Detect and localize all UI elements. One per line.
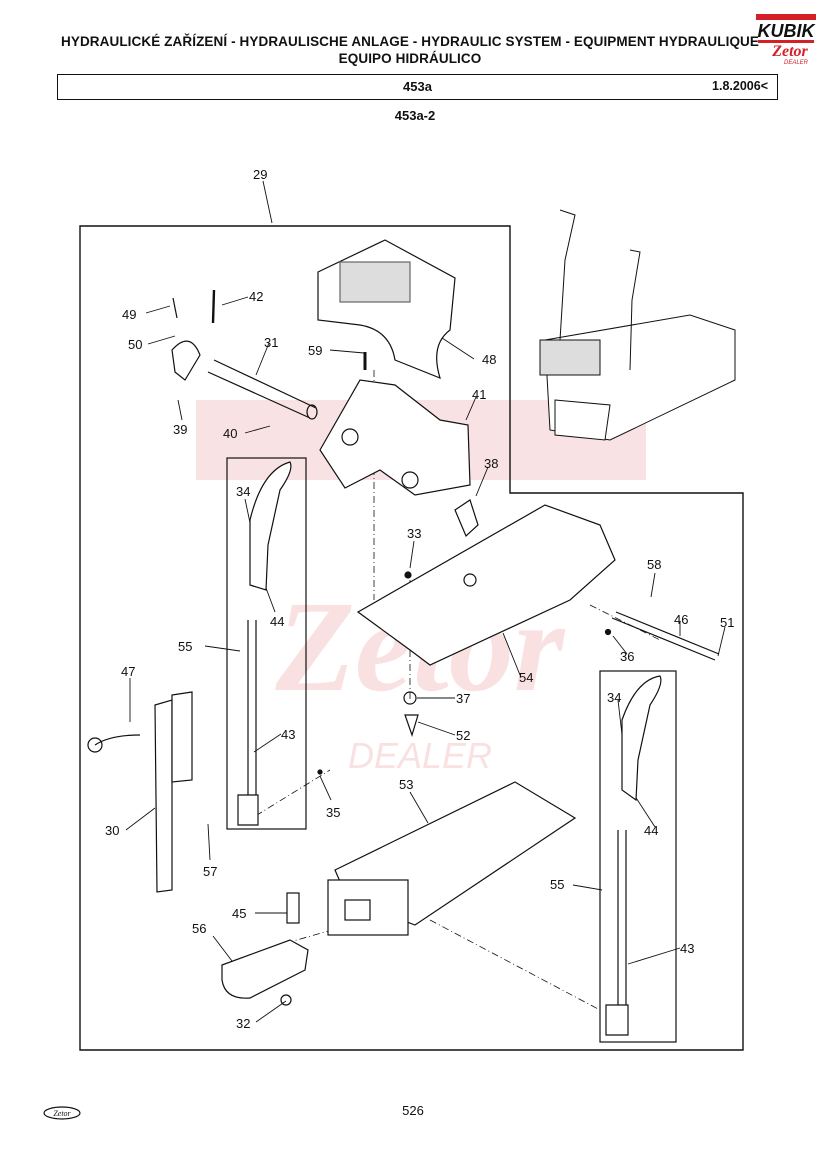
sub-group-code: 453a-2	[394, 108, 436, 123]
revision-date: 1.8.2006<	[712, 79, 768, 93]
part-number: 41	[472, 387, 486, 402]
part-number: 42	[249, 289, 263, 304]
pin-46	[611, 611, 720, 661]
part-number: 46	[674, 612, 688, 627]
part-number: 53	[399, 777, 413, 792]
part-number: 54	[519, 670, 533, 685]
part-number: 34	[236, 484, 250, 499]
zetor-logo-icon: Zetor	[43, 1106, 81, 1120]
kubik-zetor-dealer-logo: KUBIK Zetor DEALER	[756, 14, 816, 66]
part-labels: 29 49 42 50 31 59 48 41 39 40 38 34 33 4…	[105, 167, 734, 1031]
part-number: 48	[482, 352, 496, 367]
part-number: 47	[121, 664, 135, 679]
plate-54	[356, 504, 616, 666]
part-number: 55	[178, 639, 192, 654]
part-number: 43	[680, 941, 694, 956]
lifting-rod-frame-right	[599, 670, 677, 1043]
zetor-footer-mark: Zetor	[43, 1106, 81, 1125]
link-38	[454, 499, 479, 538]
part-number: 38	[484, 456, 498, 471]
part-number: 43	[281, 727, 295, 742]
part-number: 34	[607, 690, 621, 705]
lifting-rod-frame-left	[226, 457, 307, 830]
part-number: 58	[647, 557, 661, 572]
svg-text:DEALER: DEALER	[348, 735, 492, 776]
shaft-31	[207, 359, 317, 419]
part-number: 30	[105, 823, 119, 838]
lever-39	[171, 340, 201, 381]
part-number: 45	[232, 906, 246, 921]
part-number: 40	[223, 426, 237, 441]
part-number: 51	[720, 615, 734, 630]
part-number: 35	[326, 805, 340, 820]
part-number: 31	[264, 335, 278, 350]
parts-line-art	[87, 209, 736, 1036]
pin-47	[94, 734, 141, 746]
svg-text:DEALER: DEALER	[784, 60, 809, 66]
part-number: 36	[620, 649, 634, 664]
part-number: 29	[253, 167, 267, 182]
arm-44-left	[249, 461, 292, 591]
assembly-frame	[79, 225, 744, 1051]
part-number: 52	[456, 728, 470, 743]
bracket-41	[319, 379, 471, 496]
cover-48	[317, 239, 456, 380]
svg-text:Zetor: Zetor	[53, 1109, 71, 1118]
part-number: 56	[192, 921, 206, 936]
pin-45	[286, 892, 300, 924]
part-number: 50	[128, 337, 142, 352]
hook-56	[221, 939, 309, 999]
part-number: 57	[203, 864, 217, 879]
part-number: 44	[270, 614, 284, 629]
part-number: 33	[407, 526, 421, 541]
title-line-1: HYDRAULICKÉ ZAŘÍZENÍ - HYDRAULISCHE ANLA…	[60, 34, 759, 49]
part-number: 44	[644, 823, 658, 838]
leader-lines	[125, 180, 726, 1023]
assembled-view	[539, 209, 736, 441]
title-line-2: EQUIPO HIDRÁULICO	[338, 51, 482, 66]
rod-43-left	[247, 620, 257, 800]
part-number: 55	[550, 877, 564, 892]
page-title: HYDRAULICKÉ ZAŘÍZENÍ - HYDRAULISCHE ANLA…	[40, 33, 780, 67]
part-number: 49	[122, 307, 136, 322]
part-number: 37	[456, 691, 470, 706]
part-number: 39	[173, 422, 187, 437]
rod-43-right	[617, 830, 627, 1005]
part-number: 59	[308, 343, 322, 358]
part-number: 32	[236, 1016, 250, 1031]
group-code-box	[57, 74, 778, 100]
group-code: 453a	[403, 79, 432, 94]
svg-text:Zetor: Zetor	[771, 43, 808, 60]
svg-text:KUBIK: KUBIK	[758, 21, 817, 41]
bar-30	[154, 699, 173, 893]
page-number: 526	[402, 1103, 424, 1118]
arm-44-right	[621, 675, 662, 802]
